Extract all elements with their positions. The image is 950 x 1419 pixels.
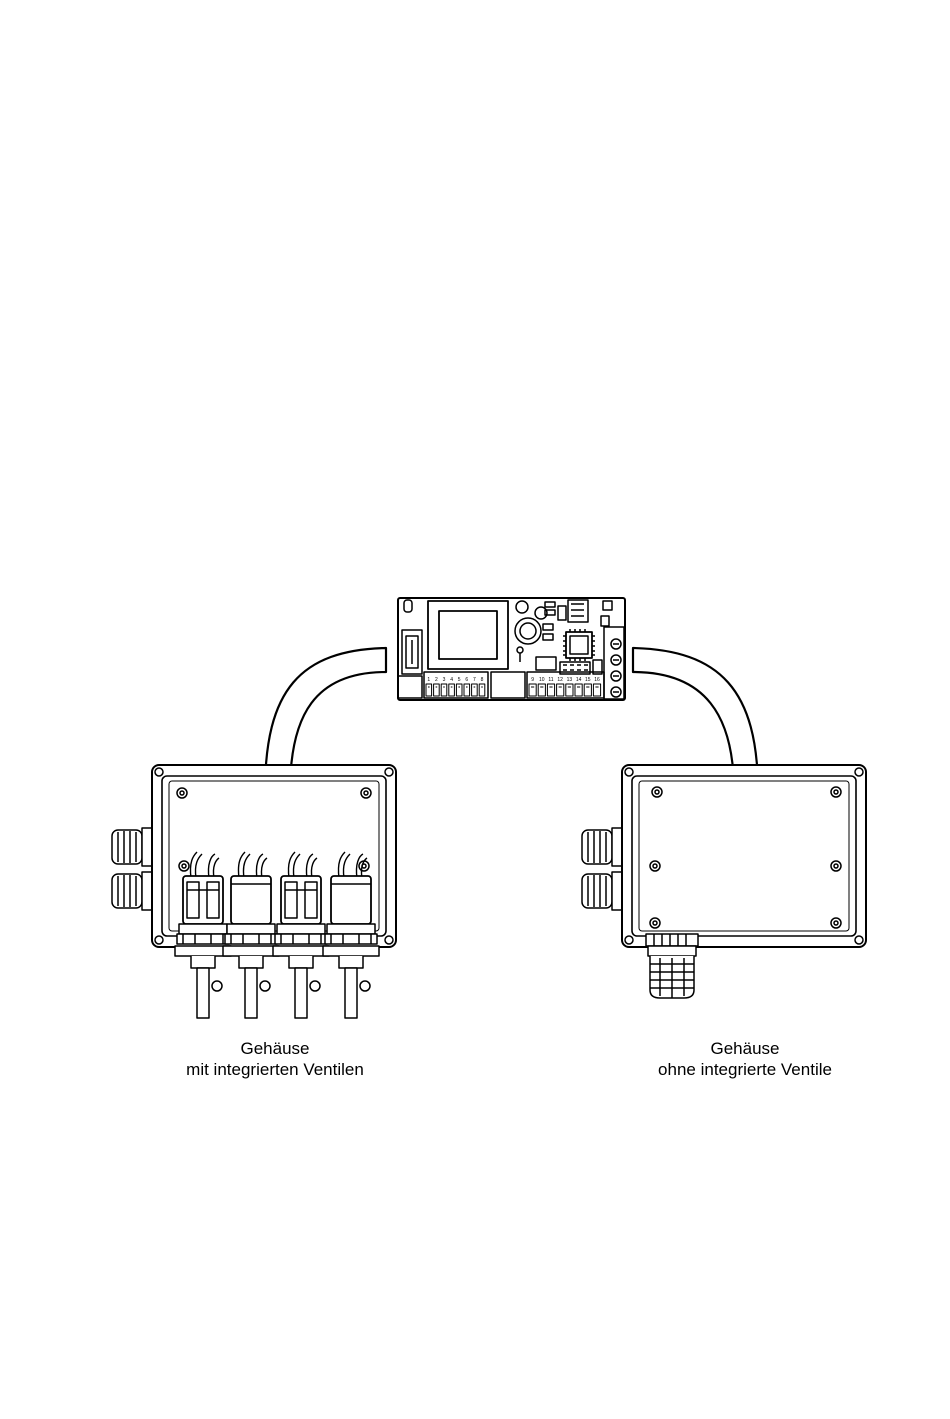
cable-gland-bottom-right <box>646 934 698 998</box>
solenoid-valve <box>323 852 379 1018</box>
terminal-number: 14 <box>576 677 582 683</box>
terminal-number: 1 <box>427 677 430 683</box>
terminal-number: 15 <box>585 677 591 683</box>
caption-title: Gehäuse <box>595 1038 895 1059</box>
terminal-number: 8 <box>481 677 484 683</box>
caption-subtitle: ohne integrierte Ventile <box>595 1059 895 1080</box>
caption-title: Gehäuse <box>125 1038 425 1059</box>
terminal-number: 5 <box>458 677 461 683</box>
terminal-number: 9 <box>531 677 534 683</box>
terminal-number: 4 <box>450 677 453 683</box>
solenoid-valve <box>223 852 279 1018</box>
terminal-number: 13 <box>567 677 573 683</box>
solenoid-valve <box>175 852 231 1018</box>
terminal-number: 2 <box>435 677 438 683</box>
terminal-number: 16 <box>594 677 600 683</box>
terminal-number: 12 <box>557 677 563 683</box>
solenoid-valve <box>273 852 329 1018</box>
terminal-number: 7 <box>473 677 476 683</box>
housing-with-valves <box>112 765 396 1018</box>
terminal-number: 3 <box>443 677 446 683</box>
terminal-number: 11 <box>548 677 553 683</box>
caption-housing-without-valves: Gehäuse ohne integrierte Ventile <box>595 1038 895 1080</box>
caption-subtitle: mit integrierten Ventilen <box>125 1059 425 1080</box>
caption-housing-with-valves: Gehäuse mit integrierten Ventilen <box>125 1038 425 1080</box>
terminal-number: 10 <box>539 677 545 683</box>
terminal-number: 6 <box>465 677 468 683</box>
housing-without-valves <box>582 765 866 998</box>
